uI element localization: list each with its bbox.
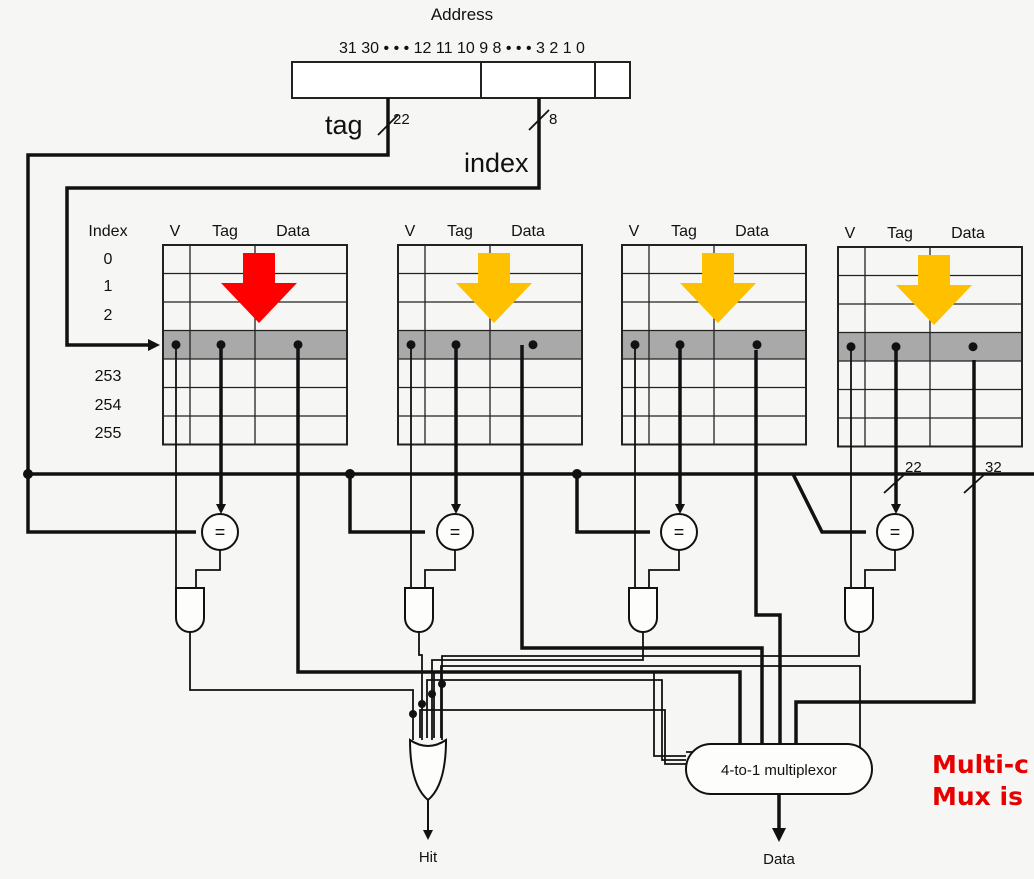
index-row-0: 0 — [104, 251, 113, 268]
index-arrowhead — [148, 339, 160, 351]
bus-junctions — [23, 469, 582, 479]
cache-way-4: V Tag Data = — [837, 225, 1023, 633]
index-label: index — [464, 148, 529, 178]
tag-width-label: 22 — [393, 111, 410, 128]
comparator-symbol: = — [674, 522, 685, 542]
lookup-arrow — [221, 253, 297, 323]
address-bit-labels: 31 30 • • • 12 11 10 9 8 • • • 3 2 1 0 — [339, 40, 585, 57]
index-row-2: 2 — [104, 307, 113, 324]
column-header-v: V — [629, 223, 640, 240]
multiplexor-label: 4-to-1 multiplexor — [721, 762, 837, 779]
index-width-label: 8 — [549, 111, 557, 128]
cache-way-2: V Tag Data = — [397, 223, 583, 633]
column-header-v: V — [170, 223, 181, 240]
column-header-tag: Tag — [212, 223, 238, 240]
valid-and-gate — [404, 587, 434, 633]
data-out-arrowhead — [772, 828, 786, 842]
comparator-symbol: = — [890, 522, 901, 542]
valid-and-gate — [175, 587, 205, 633]
hit-or-gate — [408, 738, 448, 802]
column-header-v: V — [405, 223, 416, 240]
column-header-v: V — [845, 225, 856, 242]
hit-arrowhead — [423, 830, 433, 840]
column-header-data: Data — [276, 223, 310, 240]
valid-and-gate — [844, 587, 874, 633]
tag-bus-width-label: 22 — [905, 459, 922, 476]
column-header-data: Data — [735, 223, 769, 240]
comparator-symbol: = — [450, 522, 461, 542]
cache-way-1: V Tag Data = — [162, 223, 348, 633]
address-wires — [26, 98, 541, 534]
column-header-tag: Tag — [887, 225, 913, 242]
select-junctions — [409, 680, 446, 718]
note-line-1: Multi-c — [932, 750, 1029, 779]
address-title: Address — [431, 5, 493, 24]
lookup-arrow — [456, 253, 532, 323]
note-line-2: Mux is — [932, 782, 1023, 811]
column-header-tag: Tag — [671, 223, 697, 240]
index-row-253: 253 — [95, 368, 122, 385]
comparator-symbol: = — [215, 522, 226, 542]
hit-label: Hit — [419, 849, 438, 866]
lookup-arrow — [680, 253, 756, 323]
data-out-label: Data — [763, 851, 795, 868]
index-header: Index — [88, 223, 127, 240]
column-header-data: Data — [951, 225, 985, 242]
lookup-arrow — [896, 255, 972, 325]
cache-way-3: V Tag Data = — [621, 223, 807, 633]
data-bus-width-label: 32 — [985, 459, 1002, 476]
address-register — [291, 61, 631, 99]
index-row-254: 254 — [95, 397, 122, 414]
tag-label: tag — [325, 110, 363, 140]
data-buses — [296, 345, 976, 745]
column-header-tag: Tag — [447, 223, 473, 240]
index-row-1: 1 — [104, 278, 113, 295]
index-row-255: 255 — [95, 425, 122, 442]
column-header-data: Data — [511, 223, 545, 240]
valid-and-gate — [628, 587, 658, 633]
